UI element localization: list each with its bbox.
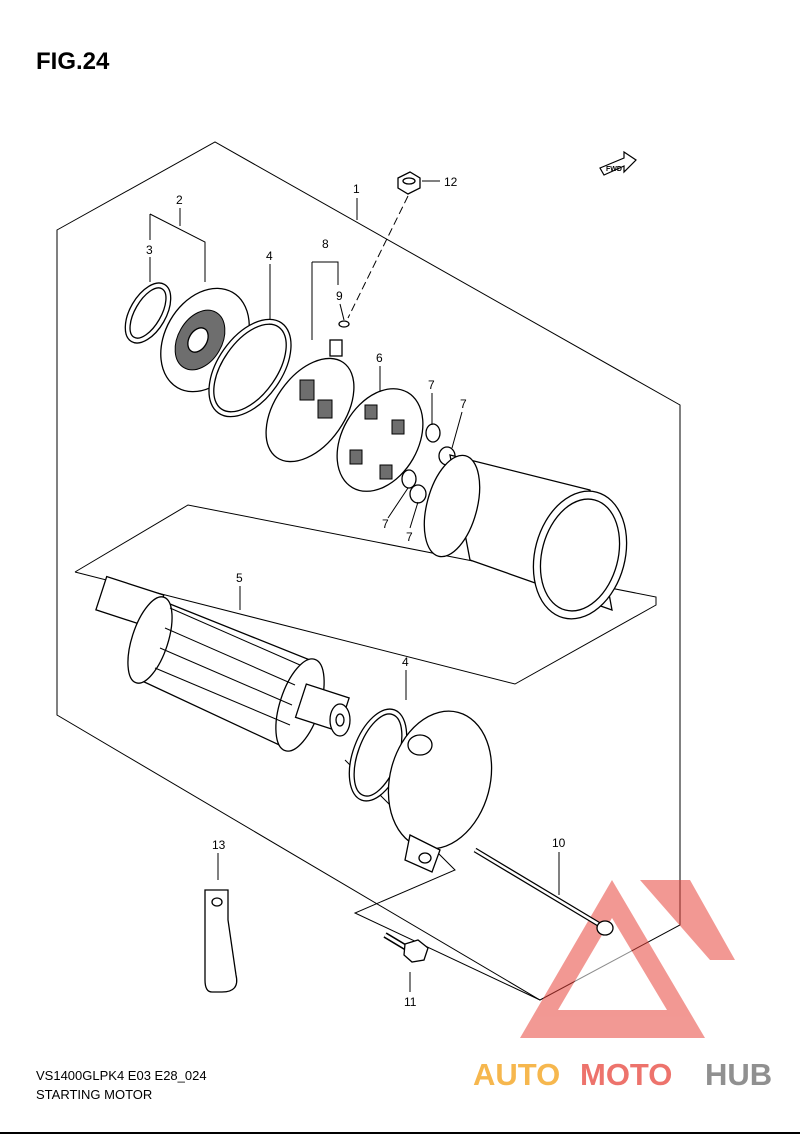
callout-9: 9 (336, 289, 343, 303)
fwd-direction-icon: FWD (599, 150, 637, 176)
bolt-10 (473, 847, 614, 936)
end-cover (387, 710, 493, 873)
callout-12: 12 (444, 175, 458, 189)
o-ring-4-upper-inner (213, 323, 287, 413)
watermark-text: AUTO MOTO HUB (473, 1057, 772, 1092)
fwd-label: FWD (606, 166, 622, 173)
callout-7-b: 7 (460, 397, 467, 411)
callout-11: 11 (404, 995, 417, 1009)
leader-lines (149, 180, 560, 992)
callout-13: 13 (212, 838, 226, 852)
callout-6: 6 (376, 351, 383, 365)
figure-title: FIG.24 (36, 48, 110, 75)
callout-7-c: 7 (382, 517, 389, 531)
svg-text:HUB: HUB (705, 1057, 772, 1092)
callout-1: 1 (353, 182, 360, 196)
callout-8: 8 (322, 237, 329, 251)
callout-7-a: 7 (428, 378, 435, 392)
callout-5: 5 (236, 571, 243, 585)
svg-text:AUTO: AUTO (473, 1057, 560, 1092)
nut-12 (397, 171, 421, 195)
callout-3: 3 (146, 243, 153, 257)
leader-12-terminal (347, 195, 409, 319)
armature-5 (95, 575, 351, 752)
assembly-name: STARTING MOTOR (36, 1087, 153, 1102)
brush-spring-7c (401, 469, 417, 489)
brush-plate-8 (265, 339, 355, 463)
callout-7-d: 7 (406, 530, 413, 544)
yoke-1 (423, 454, 628, 620)
clamp-13 (204, 889, 238, 993)
callout-4-lower: 4 (402, 655, 409, 669)
callout-10: 10 (552, 836, 566, 850)
o-ring-9 (338, 320, 350, 328)
callout-4-upper: 4 (266, 249, 273, 263)
model-code: VS1400GLPK4 E03 E28_024 (36, 1068, 207, 1083)
bolt-11 (383, 932, 429, 963)
o-ring-3-inner (129, 287, 167, 339)
callout-2: 2 (176, 193, 183, 207)
brush-holder-6 (336, 388, 424, 492)
armature-group-outline (74, 504, 657, 685)
brush-spring-7a (425, 423, 441, 443)
brush-spring-7d (409, 484, 427, 504)
watermark-logo (520, 880, 735, 1038)
svg-text:MOTO: MOTO (580, 1057, 672, 1092)
